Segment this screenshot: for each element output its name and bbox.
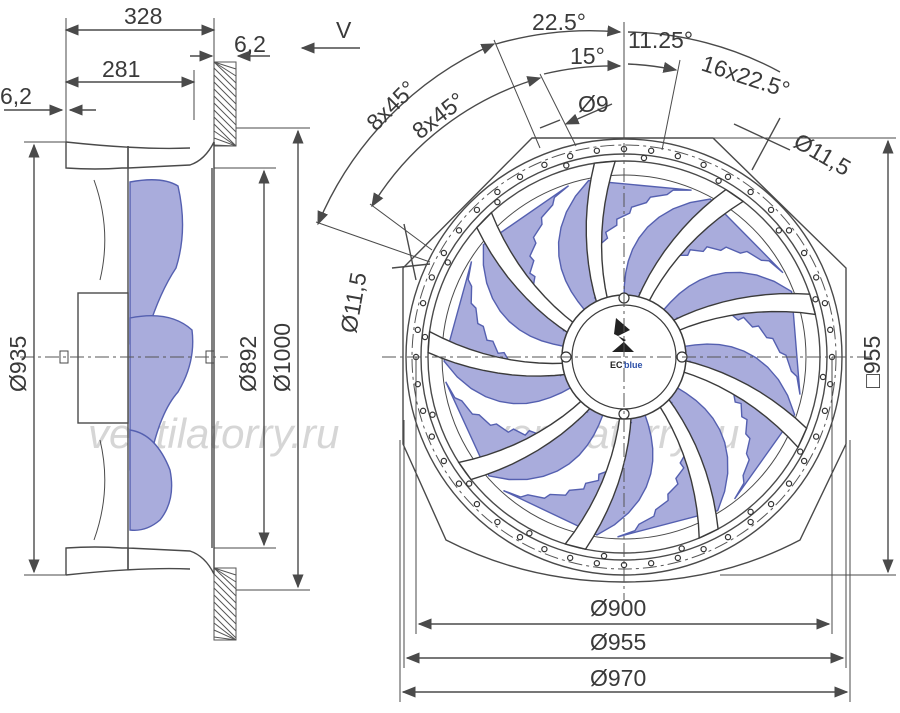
impeller-side-profile xyxy=(93,179,194,541)
wall-section-bottom xyxy=(213,567,237,641)
front-view: EC blue 22.5° 15° 11.25° 16x22.5° 8x45° … xyxy=(315,9,896,702)
bolt-hole xyxy=(494,518,501,526)
bolt-hole xyxy=(800,249,808,257)
bolt-hole xyxy=(724,533,732,541)
dim-depth-328: 328 xyxy=(124,3,162,29)
dim-diameter-1000: Ø1000 xyxy=(269,323,295,392)
housing-outline xyxy=(65,141,215,575)
mount-hole xyxy=(494,198,501,206)
view-arrow-v: V xyxy=(336,17,352,43)
bolt-hole xyxy=(800,457,808,465)
mount-hole xyxy=(429,411,436,418)
guard-strut xyxy=(679,358,808,449)
bolt-hole xyxy=(647,560,655,567)
bolt-hole xyxy=(785,227,793,234)
side-view: 328 281 6,2 V 6,2 Ø935 Ø892 Ø1000 xyxy=(0,3,360,641)
bolt-hole xyxy=(455,227,463,234)
bolt-hole xyxy=(494,188,501,196)
dim-flange-6-2: 6,2 xyxy=(234,31,266,57)
dim-diameter-892: Ø892 xyxy=(235,336,261,392)
mount-hole xyxy=(715,177,722,184)
guard-strut xyxy=(457,397,594,481)
impeller-blades xyxy=(427,160,817,551)
mount-hole xyxy=(563,162,570,169)
bolt-hole xyxy=(821,407,829,415)
guard-strut xyxy=(669,292,817,333)
bolt-hole xyxy=(785,480,793,487)
mount-hole xyxy=(444,259,451,266)
angle-11-25: 11.25° xyxy=(628,27,693,53)
guard-strut xyxy=(657,395,719,540)
guard-strut xyxy=(427,330,570,377)
bolt-hole xyxy=(827,326,834,334)
bolt-hole xyxy=(747,188,754,196)
hole-diameter-9: Ø9 xyxy=(578,91,609,117)
motor-body xyxy=(77,292,129,424)
bolt-hole xyxy=(473,500,481,508)
bolt-hole xyxy=(812,274,820,281)
angle-15: 15° xyxy=(570,43,605,69)
bolt-hole xyxy=(647,147,655,154)
bolt-hole xyxy=(414,326,421,334)
bolt-hole xyxy=(428,274,436,281)
bolt-hole xyxy=(674,152,682,160)
bolt-hole xyxy=(747,518,754,526)
square-955: □955 xyxy=(859,336,885,388)
guard-strut xyxy=(635,188,745,305)
svg-text:blue: blue xyxy=(624,360,643,370)
diameter-955: Ø955 xyxy=(590,629,646,655)
hole-diameter-11-5-right: Ø11,5 xyxy=(790,128,856,181)
dim-depth-281: 281 xyxy=(102,56,140,82)
bolt-hole xyxy=(516,173,524,181)
ec-blue-logo: EC blue xyxy=(610,318,643,370)
bolt-hole xyxy=(516,533,524,541)
bolt-hole xyxy=(566,554,574,562)
pattern-16x22-5: 16x22.5° xyxy=(698,50,793,103)
bolt-hole xyxy=(674,554,682,562)
bolt-hole xyxy=(428,433,436,440)
mount-hole xyxy=(819,373,827,381)
mount-hole xyxy=(747,508,754,516)
angle-22-5: 22.5° xyxy=(532,9,586,35)
mount-hole xyxy=(600,552,608,560)
guard-strut xyxy=(564,413,633,551)
dim-diameter-935: Ø935 xyxy=(5,336,31,392)
diameter-900: Ø900 xyxy=(590,595,646,621)
dim-flange-left-6-2: 6,2 xyxy=(0,83,32,109)
mount-hole xyxy=(465,480,473,487)
mount-hole xyxy=(421,333,429,341)
bolt-hole xyxy=(566,152,574,160)
bolt-hole xyxy=(767,206,775,214)
bolt-hole xyxy=(821,299,829,307)
mount-hole xyxy=(812,296,819,303)
wall-section-top xyxy=(213,61,237,147)
mount-hole xyxy=(526,530,533,537)
mount-hole xyxy=(775,227,783,234)
svg-text:EC: EC xyxy=(610,360,623,370)
bolt-hole xyxy=(812,433,820,440)
bolt-hole xyxy=(593,147,601,154)
bolt-hole xyxy=(767,500,775,508)
bolt-hole xyxy=(440,457,448,465)
guard-strut xyxy=(585,160,617,307)
bolt-hole xyxy=(440,249,448,257)
bolt-hole xyxy=(724,173,732,181)
mount-hole xyxy=(678,545,685,552)
bolt-hole xyxy=(700,161,707,169)
mount-hole xyxy=(797,448,804,455)
diameter-970: Ø970 xyxy=(590,665,646,691)
bolt-hole xyxy=(419,299,427,307)
mount-hole xyxy=(640,154,648,162)
bolt-hole xyxy=(541,545,548,553)
bolt-hole xyxy=(473,206,481,214)
bolt-hole xyxy=(455,480,463,487)
bolt-hole xyxy=(700,545,707,553)
bolt-hole xyxy=(419,407,427,415)
hole-diameter-11-5-left: Ø11,5 xyxy=(335,270,371,335)
bolt-hole xyxy=(541,161,548,169)
bolt-hole xyxy=(593,560,601,567)
